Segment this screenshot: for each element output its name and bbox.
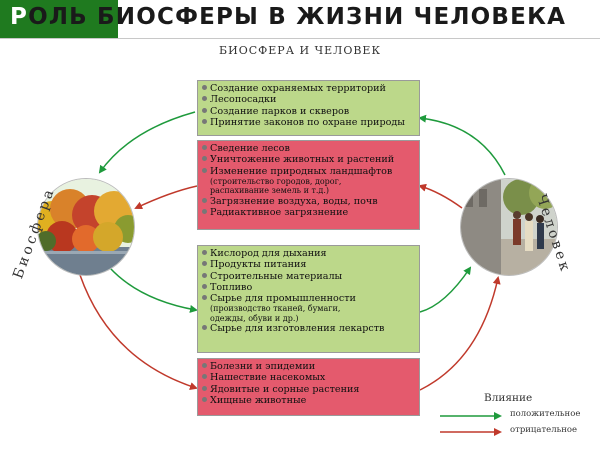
- list-item: Топливо: [202, 282, 419, 293]
- list-item-text: Сведение лесов: [210, 143, 290, 154]
- bullet-icon: [202, 107, 207, 113]
- list-item-text: Кислород для дыхания: [210, 248, 327, 259]
- list-item: Сведение лесов: [202, 143, 419, 154]
- arrow-protection-to-biosphere: [98, 111, 196, 174]
- list-item-text: Хищные животные: [210, 394, 307, 406]
- list-item: Создание охраняемых территорий: [202, 83, 419, 94]
- list-item-text: Продукты питания: [210, 259, 307, 271]
- bullet-icon: [202, 325, 207, 331]
- arrow-human-to-protection: [418, 114, 506, 176]
- bullet-icon: [202, 96, 207, 102]
- list-item: Нашествие насекомых: [202, 372, 419, 383]
- list-item-text: (строительство городов, дорог,: [210, 176, 342, 186]
- list-item-text: Ядовитые и сорные растения: [210, 383, 360, 395]
- arrow-human-to-damage: [418, 183, 463, 209]
- legend-positive: положительное: [438, 409, 598, 423]
- arrow-threats-to-human: [419, 276, 501, 391]
- list-item: Болезни и эпидемии: [202, 361, 419, 372]
- list-item-text: Топливо: [210, 281, 253, 293]
- arrow-biosphere-to-threats: [79, 274, 198, 390]
- page-title-first-letter: Р: [10, 4, 29, 30]
- bullet-icon: [202, 374, 207, 380]
- legend-positive-label: положительное: [510, 409, 581, 419]
- bullet-icon: [202, 156, 207, 162]
- list-item: Уничтожение животных и растений: [202, 154, 419, 165]
- list-item: Создание парков и скверов: [202, 106, 419, 117]
- list-item: Принятие законов по охране природы: [202, 117, 419, 128]
- list-item: (строительство городов, дорог,: [202, 177, 419, 187]
- bullet-icon: [202, 261, 207, 267]
- list-item-text: Болезни и эпидемии: [210, 361, 316, 372]
- list-item-text: Создание охраняемых территорий: [210, 83, 386, 94]
- list-item-text: Радиактивное загрязнение: [210, 207, 349, 219]
- list-item: Продукты питания: [202, 259, 419, 270]
- list-item: Сырье для промышленности: [202, 293, 419, 304]
- list-item-text: Лесопосадки: [210, 94, 277, 106]
- title-divider: [0, 38, 600, 39]
- bullet-icon: [202, 197, 207, 203]
- list-item: Хищные животные: [202, 395, 419, 406]
- list-item-text: одежды, обуви и др.): [210, 313, 299, 323]
- list-item: Лесопосадки: [202, 94, 419, 105]
- arrow-damage-to-biosphere: [134, 185, 198, 210]
- forest-image: [37, 178, 135, 276]
- list-item-text: Загрязнение воздуха, воды, почв: [210, 195, 378, 207]
- bullet-icon: [202, 209, 207, 215]
- list-item: Сырье для изготовления лекарств: [202, 323, 419, 334]
- legend-negative-label: отрицательное: [510, 425, 578, 435]
- bullet-icon: [202, 167, 207, 173]
- bullet-icon: [202, 385, 207, 391]
- bullet-icon: [202, 272, 207, 278]
- bullet-icon: [202, 250, 207, 255]
- list-item: одежды, обуви и др.): [202, 314, 419, 324]
- list-item-text: Создание парков и скверов: [210, 105, 350, 117]
- list-item-text: Сырье для изготовления лекарств: [210, 323, 385, 335]
- list-item-text: распахивание земель и т.д.): [210, 186, 329, 196]
- list-item: Изменение природных ландшафтов: [202, 166, 419, 177]
- list-item: Загрязнение воздуха, воды, почв: [202, 196, 419, 207]
- list-item: Ядовитые и сорные растения: [202, 384, 419, 395]
- list-item-text: Сырье для промышленности: [210, 293, 356, 305]
- title-bar: РОЛЬ БИОСФЕРЫ В ЖИЗНИ ЧЕЛОВЕКА: [0, 0, 600, 40]
- list-item: распахивание земель и т.д.): [202, 186, 419, 196]
- list-item: Радиактивное загрязнение: [202, 207, 419, 218]
- legend-negative: отрицательное: [438, 425, 598, 439]
- list-item: (производство тканей, бумаги,: [202, 304, 419, 314]
- list-item: Строительные материалы: [202, 271, 419, 282]
- legend-title: Влияние: [484, 392, 533, 404]
- diagram-subtitle: БИОСФЕРА И ЧЕЛОВЕК: [219, 44, 381, 57]
- list-item-text: Строительные материалы: [210, 270, 343, 282]
- bullet-icon: [202, 145, 207, 150]
- bullet-icon: [202, 85, 207, 90]
- list-item-text: Принятие законов по охране природы: [210, 116, 405, 128]
- title-accent-block: [0, 0, 118, 38]
- bullet-icon: [202, 118, 207, 124]
- page-title: РОЛЬ БИОСФЕРЫ В ЖИЗНИ ЧЕЛОВЕКА: [10, 4, 566, 30]
- list-item: Кислород для дыхания: [202, 248, 419, 259]
- list-item-text: Изменение природных ландшафтов: [210, 165, 393, 177]
- bullet-icon: [202, 363, 207, 368]
- list-item-text: Уничтожение животных и растений: [210, 154, 395, 166]
- page-title-rest: ОЛЬ БИОСФЕРЫ В ЖИЗНИ ЧЕЛОВЕКА: [28, 4, 567, 30]
- bullet-icon: [202, 283, 207, 289]
- list-item-text: (производство тканей, бумаги,: [210, 304, 341, 314]
- arrow-resources-to-human: [419, 266, 472, 313]
- bullet-icon: [202, 295, 207, 301]
- arrow-biosphere-to-resources: [109, 267, 198, 313]
- list-item-text: Нашествие насекомых: [210, 372, 326, 384]
- bullet-icon: [202, 396, 207, 402]
